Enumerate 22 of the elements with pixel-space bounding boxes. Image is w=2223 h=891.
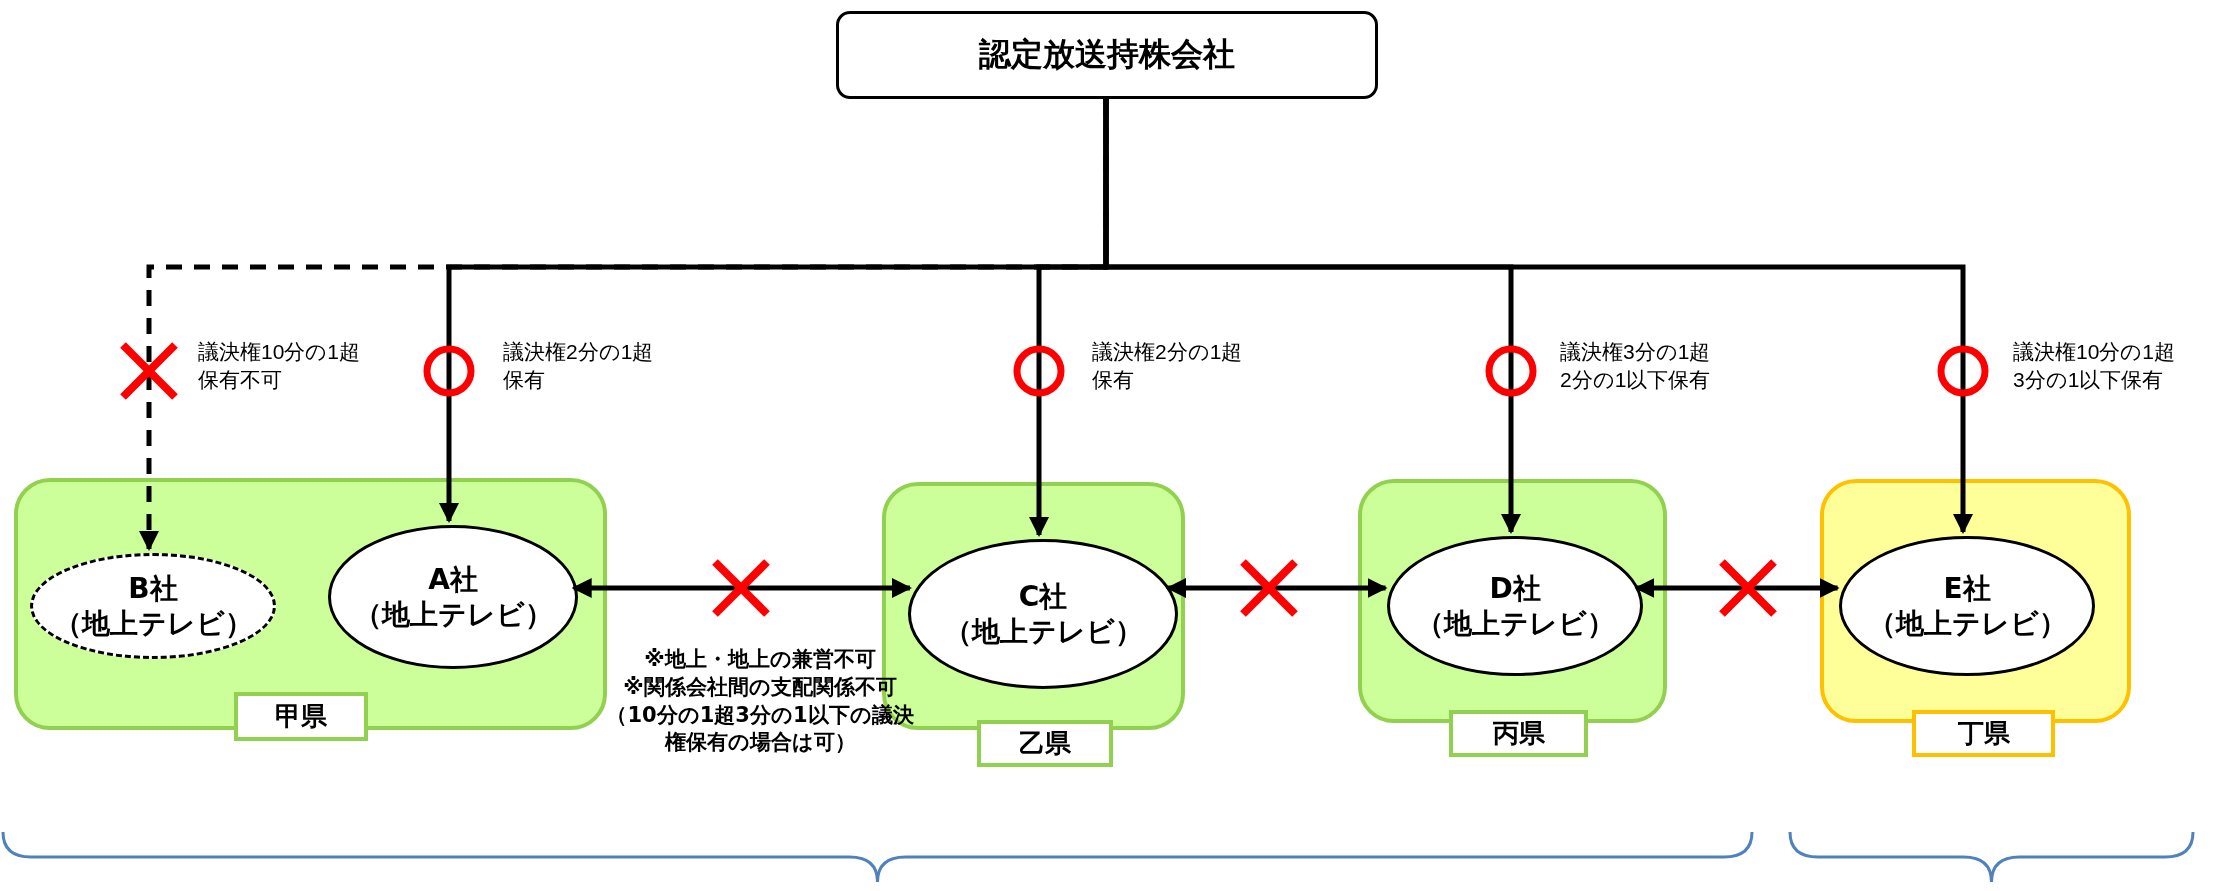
region-label: 丙県	[1449, 710, 1588, 757]
company-ellipse: A社 （地上テレビ）	[328, 525, 578, 669]
company-ellipse: C社 （地上テレビ）	[908, 539, 1178, 689]
company-ellipse: E社 （地上テレビ）	[1839, 536, 2095, 676]
company-ellipse: D社 （地上テレビ）	[1387, 536, 1643, 676]
arrow	[1634, 578, 1840, 598]
edge-label: 議決権10分の1超3分の1以下保有	[2013, 339, 2177, 394]
arrow	[1166, 578, 1388, 598]
edge-label: 議決権3分の1超2分の1以下保有	[1560, 339, 1712, 394]
company-ellipse: B社 （地上テレビ）	[30, 553, 276, 659]
company-box: 認定放送持株会社	[836, 11, 1378, 99]
edge-label: 議決権2分の1超保有	[1092, 339, 1244, 394]
edge-label: 議決権10分の1超保有不可	[198, 339, 362, 394]
arrow	[1103, 99, 1973, 534]
note-text: （10分の1超3分の1以下の議決権保有の場合は可）	[605, 702, 915, 757]
region-label: 丁県	[1912, 710, 2055, 757]
arrow	[571, 578, 912, 598]
note-text: ※地上・地上の兼営不可	[643, 646, 877, 673]
region-label: 甲県	[234, 692, 368, 741]
edge-label: 議決権2分の1超保有	[503, 339, 655, 394]
region-label: 乙県	[977, 720, 1113, 767]
note-text: ※関係会社間の支配関係不可	[622, 674, 898, 701]
